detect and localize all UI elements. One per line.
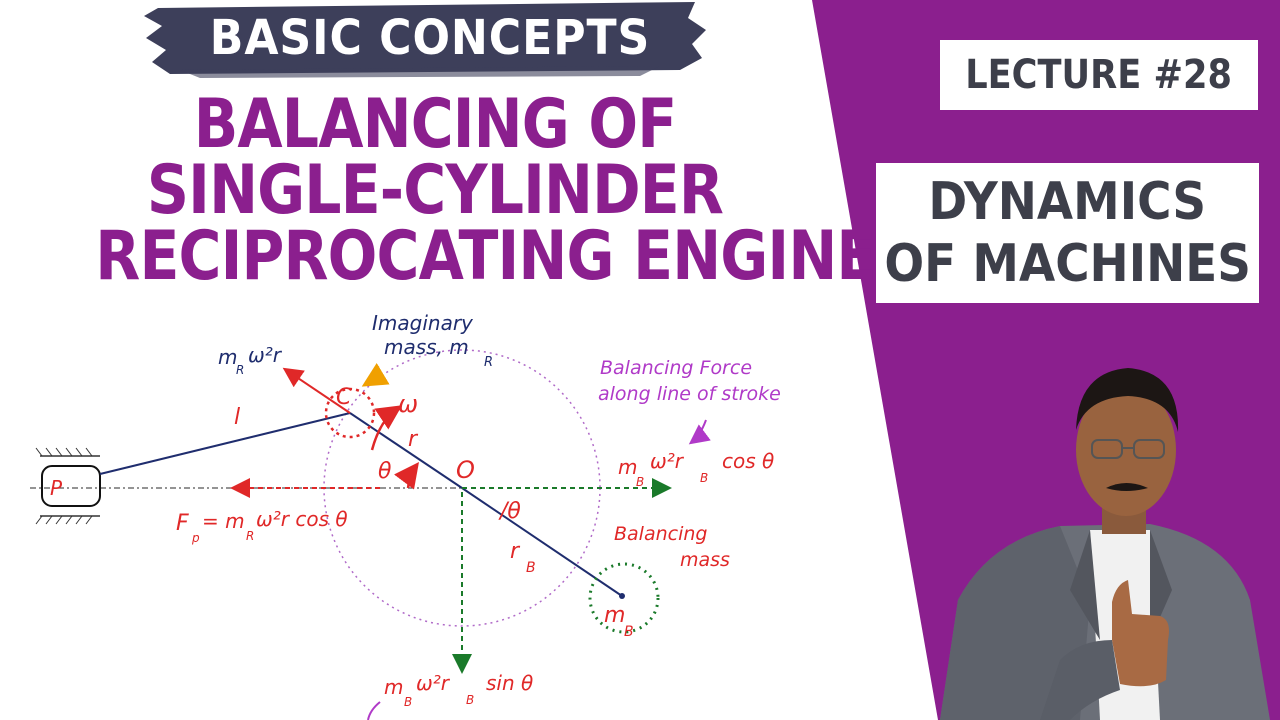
imaginary-mass-line-1: Imaginary xyxy=(372,311,474,335)
balancing-force-m-sub: B xyxy=(636,475,644,489)
mr-force-label: m xyxy=(218,345,237,369)
theta-arc xyxy=(394,461,419,490)
crank-radius-label: r xyxy=(408,427,419,452)
brush-stroke-banner xyxy=(144,2,706,78)
bottom-pointer xyxy=(367,701,381,720)
theta-label: θ xyxy=(378,459,392,484)
main-title: BALANCING OF SINGLE-CYLINDER RECIPROCATI… xyxy=(40,85,876,296)
title-line-2: SINGLE-CYLINDER xyxy=(146,151,724,230)
presenter-photo xyxy=(940,368,1270,720)
omega-arc xyxy=(370,405,403,451)
fp-tail: ω²r cos θ xyxy=(256,507,348,531)
balancing-mass-line-1: Balancing xyxy=(614,523,707,545)
mr-force-sub: R xyxy=(236,363,244,377)
balancing-force-expr: ω²r xyxy=(650,449,685,473)
balancing-force-line-2: along line of stroke xyxy=(598,383,781,405)
vertical-force-m: m xyxy=(384,675,403,699)
imaginary-mass-sub: R xyxy=(484,355,493,370)
rb-sub: B xyxy=(526,560,536,576)
lecture-label: LECTURE #28 xyxy=(965,52,1233,98)
center-label: O xyxy=(456,456,475,484)
mb-label: m xyxy=(604,603,625,628)
imaginary-mass-circle xyxy=(324,387,376,439)
connecting-rod xyxy=(99,412,351,475)
crank-arm xyxy=(349,412,463,489)
balancing-force-pointer xyxy=(688,419,711,445)
mr-force-arrow xyxy=(282,367,351,414)
vertical-force-expression: m B ω²r B sin θ xyxy=(384,671,533,709)
balancing-mass-line-2: mass xyxy=(680,549,730,571)
engine-balancing-diagram: P C O l r ω θ /θ xyxy=(30,311,781,720)
vertical-force-expr: ω²r xyxy=(416,671,451,695)
piston xyxy=(35,447,101,525)
banner-title: BASIC CONCEPTS xyxy=(209,10,651,66)
balancing-mass-dot xyxy=(619,593,625,599)
balancing-force-m: m xyxy=(618,455,637,479)
fp-sub: p xyxy=(191,531,200,545)
fp-expr: = m xyxy=(202,509,245,533)
subject-line-1: DYNAMICS xyxy=(928,172,1207,232)
piston-label: P xyxy=(50,476,63,500)
balancing-force-expr-sub: B xyxy=(700,471,708,485)
title-line-1: BALANCING OF xyxy=(193,85,677,164)
vertical-force-sub: B xyxy=(466,693,474,707)
balancing-force-line-1: Balancing Force xyxy=(600,357,752,379)
rb-label: r xyxy=(510,539,521,564)
mb-sub: B xyxy=(624,624,634,640)
vertical-force-sin: sin θ xyxy=(486,671,533,695)
balancing-mass-circle xyxy=(588,562,660,634)
balancing-force-expression: m B ω²r B cos θ xyxy=(618,449,774,489)
subject-line-2: OF MACHINES xyxy=(884,234,1251,294)
lecture-badge: LECTURE #28 xyxy=(940,40,1258,110)
imaginary-mass-line-2: mass, m xyxy=(384,335,469,359)
crank-label: C xyxy=(336,385,352,410)
omega-label: ω xyxy=(398,390,418,418)
conrod-length-label: l xyxy=(234,405,240,430)
fp-label: F xyxy=(176,511,189,536)
mr-force-tail: ω²r xyxy=(248,343,283,367)
theta2-label: /θ xyxy=(498,499,521,524)
fp-expression: F p = m R ω²r cos θ xyxy=(176,507,348,545)
balancing-radius xyxy=(461,487,623,597)
imaginary-mass-pointer xyxy=(361,362,390,387)
fp-expr-sub: R xyxy=(246,529,254,543)
subject-badge: DYNAMICS OF MACHINES xyxy=(876,163,1259,303)
title-line-3: RECIPROCATING ENGINE xyxy=(95,217,876,296)
vertical-force-m-sub: B xyxy=(404,695,412,709)
balancing-force-cos: cos θ xyxy=(722,449,774,473)
